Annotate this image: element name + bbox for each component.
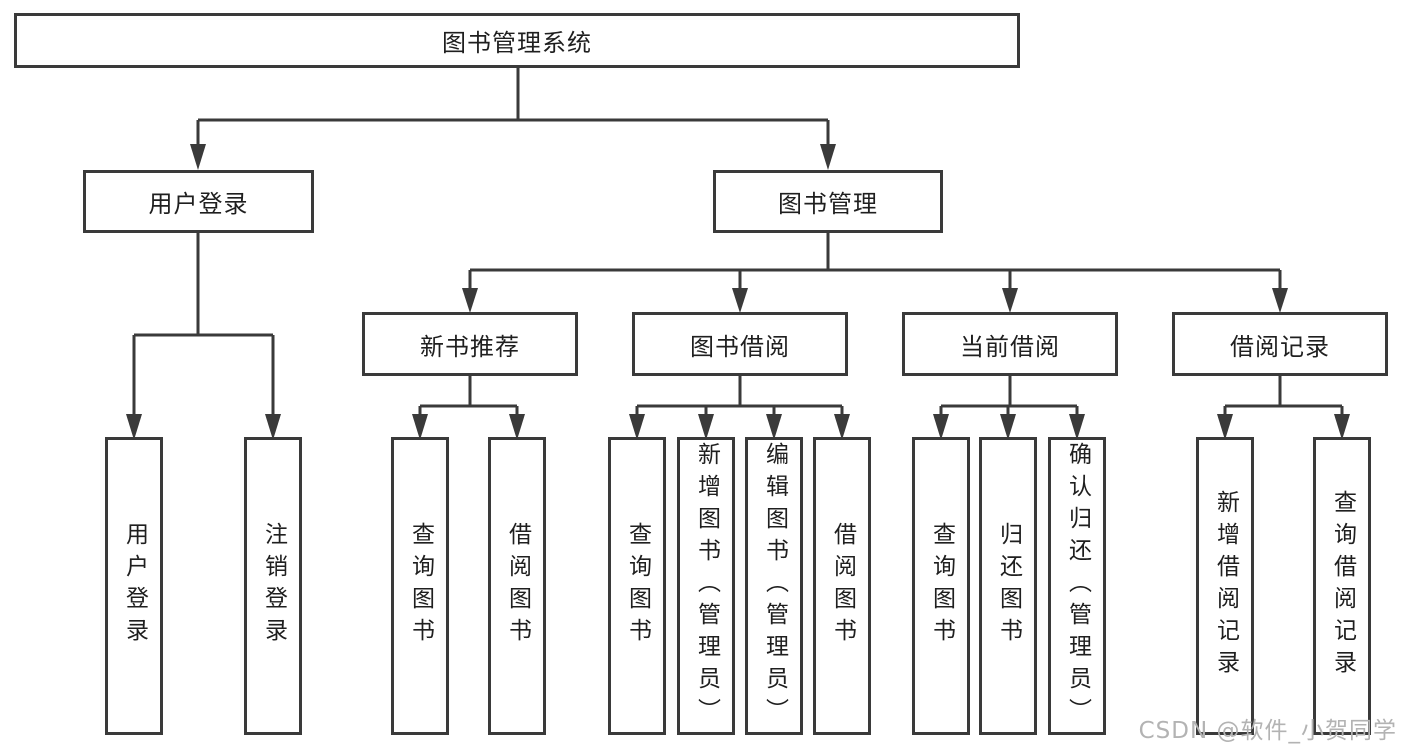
node-leaf-edit-books-admin: 编辑图书（管理员） <box>745 437 803 735</box>
node-book-borrowing: 图书借阅 <box>632 312 848 376</box>
node-borrowing-records: 借阅记录 <box>1172 312 1388 376</box>
node-user-login-branch: 用户登录 <box>83 170 314 233</box>
node-leaf-borrow-books-2: 借阅图书 <box>813 437 871 735</box>
node-leaf-return-books: 归还图书 <box>979 437 1037 735</box>
node-leaf-query-books-1: 查询图书 <box>391 437 449 735</box>
node-leaf-borrow-books-1: 借阅图书 <box>488 437 546 735</box>
node-leaf-query-books-3: 查询图书 <box>912 437 970 735</box>
node-library-management-system: 图书管理系统 <box>14 13 1020 68</box>
node-book-management-branch: 图书管理 <box>713 170 943 233</box>
node-leaf-query-borrow-record: 查询借阅记录 <box>1313 437 1371 735</box>
node-leaf-add-borrow-record: 新增借阅记录 <box>1196 437 1254 735</box>
node-leaf-add-books-admin: 新增图书（管理员） <box>677 437 735 735</box>
node-leaf-confirm-return-admin: 确认归还（管理员） <box>1048 437 1106 735</box>
node-leaf-query-books-2: 查询图书 <box>608 437 666 735</box>
watermark: CSDN @软件_小贺同学 <box>1138 718 1397 744</box>
node-current-borrowing: 当前借阅 <box>902 312 1118 376</box>
node-new-book-recommendation: 新书推荐 <box>362 312 578 376</box>
node-leaf-user-login: 用户登录 <box>105 437 163 735</box>
node-leaf-logout: 注销登录 <box>244 437 302 735</box>
